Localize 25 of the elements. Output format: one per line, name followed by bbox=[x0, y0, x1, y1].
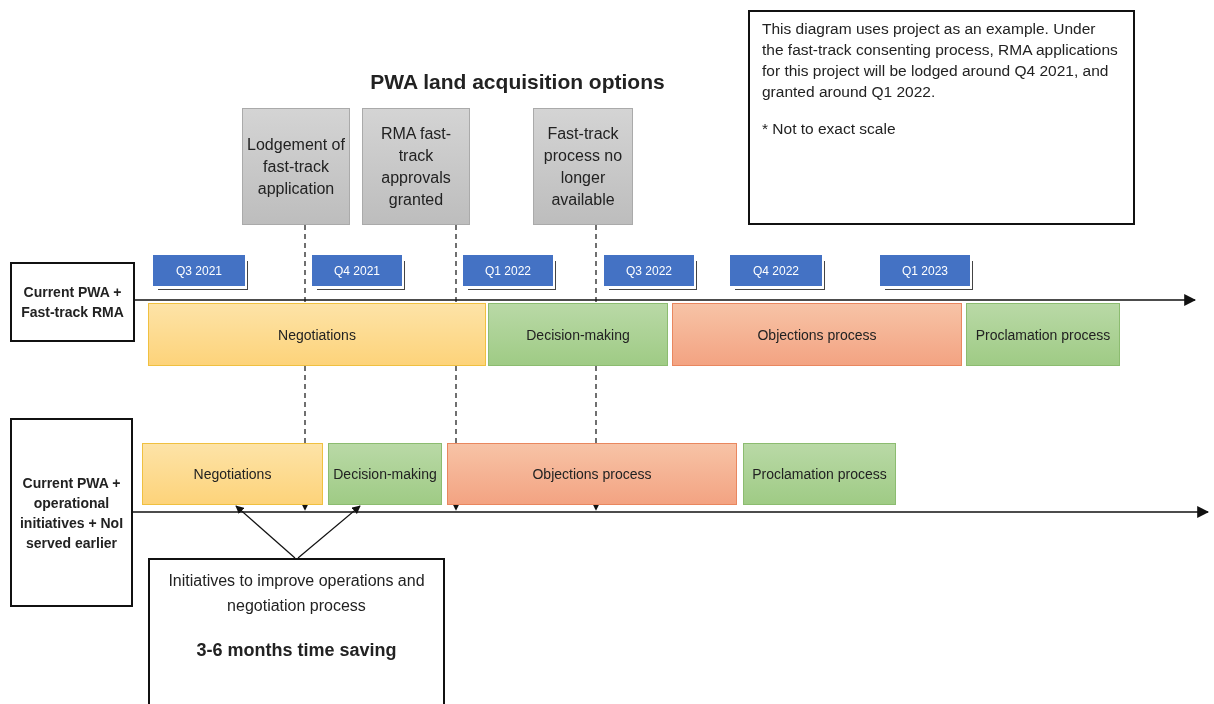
arrow bbox=[235, 505, 296, 559]
dashed-guide-arrow bbox=[451, 365, 461, 511]
note-box bbox=[748, 10, 1135, 225]
note-text: This diagram uses project as an example. Under the fast-track consenting process, RMA applications for this project will be lodged around Q4 2021, and granted around Q1 2022. bbox=[761, 19, 1119, 102]
phase-bar: Objections process bbox=[672, 303, 962, 366]
time-saving-text: 3-6 months time saving bbox=[196, 639, 397, 661]
callout-text: Initiatives to improve operations and negotiation process bbox=[167, 571, 426, 616]
callout-box bbox=[148, 558, 445, 704]
milestone-box: Fast-track process no longer available bbox=[533, 108, 633, 225]
dashed-guide-arrow bbox=[300, 365, 310, 511]
phase-bar: Decision-making bbox=[488, 303, 668, 366]
phase-bar: Negotiations bbox=[148, 303, 486, 366]
scale-note: * Not to exact scale bbox=[761, 119, 897, 138]
dashed-guide-arrow bbox=[591, 365, 601, 511]
phase-bar: Proclamation process bbox=[966, 303, 1120, 366]
phase-bar: Objections process bbox=[447, 443, 737, 505]
diagram-title: PWA land acquisition options bbox=[369, 70, 666, 94]
phase-bar: Negotiations bbox=[142, 443, 323, 505]
arrow bbox=[297, 505, 361, 559]
phase-bar: Decision-making bbox=[328, 443, 442, 505]
milestone-box: Lodgement of fast-track application bbox=[242, 108, 350, 225]
row-label: Current PWA + operational initiatives + NoI served earlier bbox=[10, 418, 133, 607]
phase-bar: Proclamation process bbox=[743, 443, 896, 505]
milestone-box: RMA fast-track approvals granted bbox=[362, 108, 470, 225]
row-label: Current PWA + Fast-track RMA bbox=[10, 262, 135, 342]
